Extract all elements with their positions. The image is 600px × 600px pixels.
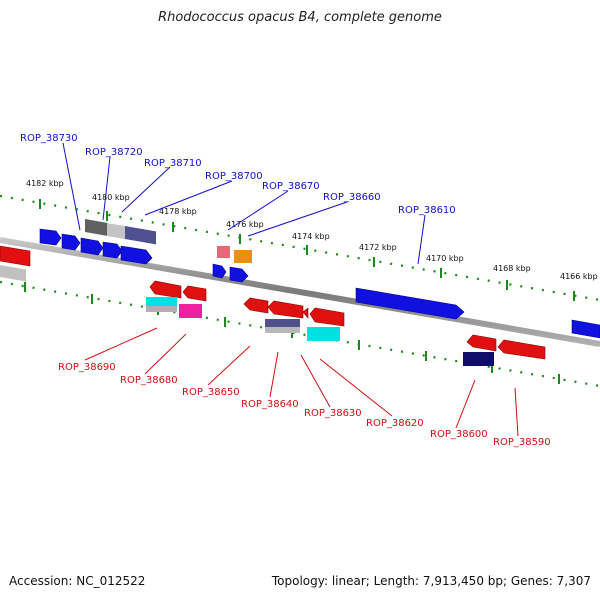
gene-arrow[interactable]	[229, 266, 249, 283]
gene-box-navy[interactable]	[125, 225, 156, 245]
gene-arrow[interactable]	[267, 300, 304, 319]
gene-arrow[interactable]	[61, 233, 81, 251]
bottom-leader-lines	[84, 327, 519, 437]
gene-label[interactable]: ROP_38710	[144, 158, 202, 169]
scale-label: 4176 kbp	[226, 220, 264, 229]
upper-ruler-ticks	[39, 199, 575, 301]
gene-box-grey[interactable]	[265, 327, 300, 333]
scale-label: 4170 kbp	[426, 254, 464, 263]
gene-arrow[interactable]	[182, 285, 207, 302]
gene-label[interactable]: ROP_38620	[366, 418, 424, 429]
lower-ruler	[0, 280, 600, 388]
gene-arrow[interactable]	[302, 307, 309, 319]
gene-box-navy[interactable]	[463, 352, 494, 366]
reverse-genes	[0, 245, 546, 366]
gene-arrow[interactable]	[0, 245, 31, 267]
gene-arrow[interactable]	[39, 228, 62, 246]
gene-box-cyan[interactable]	[146, 297, 177, 306]
gene-label[interactable]: ROP_38730	[20, 133, 78, 144]
gene-label[interactable]: ROP_38680	[120, 375, 178, 386]
gene-label[interactable]: ROP_38660	[323, 192, 381, 203]
accession-text: Accession: NC_012522	[9, 574, 146, 588]
genome-title: Rhodococcus opacus B4, complete genome	[158, 10, 442, 25]
gene-arrow[interactable]	[102, 241, 123, 259]
gene-box-pink[interactable]	[217, 246, 230, 258]
gene-label[interactable]: ROP_38630	[304, 408, 362, 419]
scale-label: 4174 kbp	[292, 232, 330, 241]
scale-label: 4168 kbp	[493, 264, 531, 273]
upper-ruler	[0, 194, 600, 302]
gene-label[interactable]: ROP_38600	[430, 429, 488, 440]
gene-box-navy[interactable]	[265, 319, 300, 327]
gene-box-light[interactable]	[107, 223, 125, 240]
gene-arrow[interactable]	[243, 297, 269, 314]
genome-stats-text: Topology: linear; Length: 7,913,450 bp; …	[271, 574, 591, 588]
gene-arrow[interactable]	[80, 237, 104, 256]
gene-arrow[interactable]	[571, 319, 600, 339]
scale-label: 4166 kbp	[560, 272, 598, 281]
genome-backbone	[0, 237, 600, 347]
scale-label: 4178 kbp	[159, 207, 197, 216]
gene-arrow[interactable]	[497, 339, 546, 360]
gene-box-orange[interactable]	[234, 250, 252, 263]
scale-label: 4180 kbp	[92, 193, 130, 202]
gene-label[interactable]: ROP_38690	[58, 362, 116, 373]
scale-label: 4182 kbp	[26, 179, 64, 188]
gene-box-grey[interactable]	[146, 306, 177, 312]
scale-label: 4172 kbp	[359, 243, 397, 252]
gene-label[interactable]: ROP_38640	[241, 399, 299, 410]
gene-arrow[interactable]	[149, 280, 182, 299]
gene-label[interactable]: ROP_38720	[85, 147, 143, 158]
gene-box-cyan[interactable]	[307, 327, 340, 341]
gene-label[interactable]: ROP_38670	[262, 181, 320, 192]
top-leader-lines	[62, 142, 426, 265]
forward-genes	[39, 219, 600, 339]
gene-arrow[interactable]	[355, 287, 465, 320]
gene-box-grey[interactable]	[85, 219, 107, 236]
gene-arrow[interactable]	[120, 245, 153, 265]
gene-box-magenta[interactable]	[179, 304, 202, 318]
gene-label[interactable]: ROP_38610	[398, 205, 456, 216]
gene-label[interactable]: ROP_38590	[493, 437, 551, 448]
gene-label[interactable]: ROP_38650	[182, 387, 240, 398]
gene-arrow[interactable]	[309, 307, 345, 327]
gene-label[interactable]: ROP_38700	[205, 171, 263, 182]
gene-box-light[interactable]	[0, 265, 26, 282]
gene-arrow[interactable]	[212, 263, 227, 279]
gene-arrow[interactable]	[466, 334, 497, 352]
